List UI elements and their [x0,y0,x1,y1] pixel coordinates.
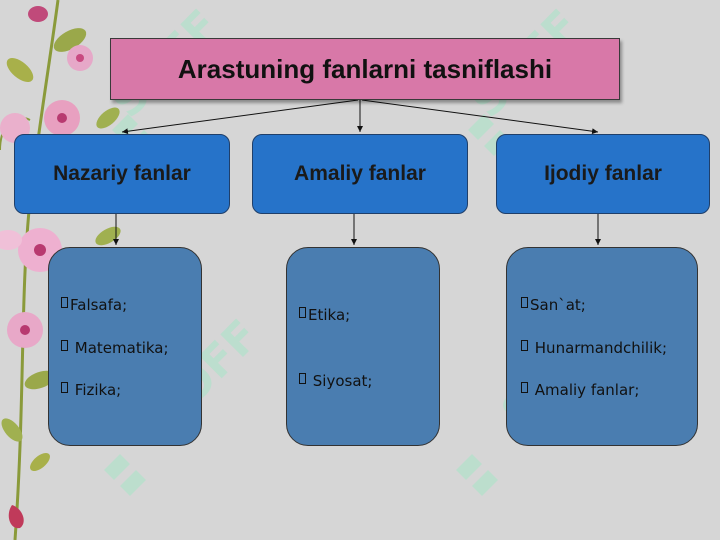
category-box-amaliy: Amaliy fanlar [252,134,468,214]
list-item: Fizika; [61,381,121,399]
bullet-icon [61,340,68,351]
list-item: Amaliy fanlar; [521,381,639,399]
category-label: Amaliy fanlar [294,162,426,185]
list-item: Hunarmandchilik; [521,339,667,357]
bullet-icon [61,297,68,308]
bullet-icon [299,307,306,318]
title-box: Arastuning fanlarni tasniflashi [110,38,620,100]
detail-box-amaliy: Etika; Siyosat; [286,247,440,446]
category-box-ijodiy: Ijodiy fanlar [496,134,710,214]
list-item: Falsafa; [61,296,127,314]
arrow-title-to-ijodiy [361,99,599,135]
arrow-title-to-nazariy [121,99,359,135]
list-item: Matematika; [61,339,169,357]
bullet-icon [299,373,306,384]
list-item: Siyosat; [299,372,372,390]
list-item: San`at; [521,296,586,314]
list-item: Etika; [299,306,350,324]
bullet-icon [61,382,68,393]
category-label: Ijodiy fanlar [544,162,662,185]
detail-box-nazariy: Falsafa; Matematika; Fizika; [48,247,202,446]
diagram-title: Arastuning fanlarni tasniflashi [177,53,553,84]
bullet-icon [521,340,528,351]
bullet-icon [521,382,528,393]
category-label: Nazariy fanlar [53,162,191,185]
category-box-nazariy: Nazariy fanlar [14,134,230,214]
bullet-icon [521,297,528,308]
detail-box-ijodiy: San`at; Hunarmandchilik; Amaliy fanlar; [506,247,698,446]
